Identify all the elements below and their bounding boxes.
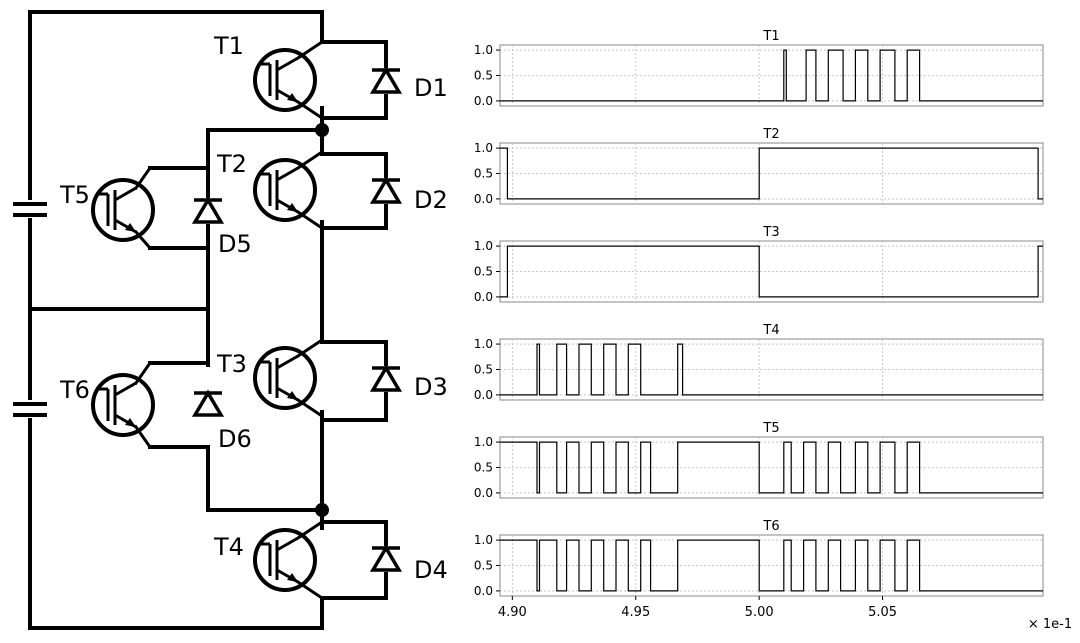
tick-label-y: 0.5 xyxy=(474,265,493,279)
x-multiplier-label: × 1e-1 xyxy=(1028,617,1072,632)
label-t2: T2 xyxy=(216,150,247,178)
chart-title-t2: T2 xyxy=(762,127,779,142)
chart-panel-t5: 0.0 0.5 1.0 T5 xyxy=(474,421,1044,500)
chart-panel-t6: 0.0 0.5 1.0 T6 4.90 4.95 5.00 5.05 xyxy=(474,519,1044,620)
series-line-t4 xyxy=(500,343,1043,396)
label-d5: D5 xyxy=(218,230,252,258)
chart-panel-t1: 0.0 0.5 1.0 T1 xyxy=(474,29,1044,108)
gate-signal-charts: 0.00.51.0T10.00.51.0T20.00.51.0T30.00.51… xyxy=(474,29,1044,620)
chart-title-t3: T3 xyxy=(762,225,779,240)
tick-label-y: 1.0 xyxy=(474,43,493,57)
tick-label-y: 0.5 xyxy=(474,167,493,181)
igbt-t5-symbol xyxy=(91,165,155,251)
wire-t5-loop xyxy=(148,166,210,250)
diode-d6-symbol xyxy=(192,391,224,417)
chart-title-t4: T4 xyxy=(762,323,779,338)
label-t1: T1 xyxy=(213,32,244,60)
label-t6: T6 xyxy=(59,376,90,404)
diode-d4-symbol xyxy=(370,546,402,572)
tick-label-y: 0.5 xyxy=(474,69,493,83)
label-t3: T3 xyxy=(216,350,247,378)
label-d3: D3 xyxy=(414,373,448,401)
tick-label-y: 0.0 xyxy=(474,486,493,500)
igbt-t2-symbol xyxy=(253,149,325,231)
igbt-t6-symbol xyxy=(91,360,155,450)
junction-dot-lower xyxy=(315,503,329,517)
series-line-t1 xyxy=(500,49,1043,102)
label-d6: D6 xyxy=(218,425,252,453)
label-d1: D1 xyxy=(414,74,448,102)
wire-t6-loop xyxy=(148,361,210,449)
wire-bottom-rail xyxy=(28,596,324,630)
series-line-t6 xyxy=(500,539,1043,592)
diode-d2-symbol xyxy=(370,178,402,204)
tick-label-y: 0.0 xyxy=(474,584,493,598)
diode-d1-symbol xyxy=(370,68,402,94)
label-d2: D2 xyxy=(414,186,448,214)
chart-title-t5: T5 xyxy=(762,421,779,436)
tick-label-y: 0.0 xyxy=(474,290,493,304)
capacitor-upper xyxy=(10,200,50,218)
capacitor-lower xyxy=(10,400,50,418)
igbt-t4-symbol xyxy=(253,519,325,601)
tick-label-y: 1.0 xyxy=(474,141,493,155)
igbt-t3-symbol xyxy=(253,337,325,419)
tick-label-x: 4.95 xyxy=(621,605,650,620)
tick-label-y: 0.0 xyxy=(474,94,493,108)
inverter-circuit: T1 T2 T3 T4 T5 T6 D1 D2 D3 D4 D5 D6 xyxy=(10,10,448,630)
label-d4: D4 xyxy=(414,556,448,584)
diode-d5-symbol xyxy=(192,198,224,224)
series-line-t5 xyxy=(500,441,1043,494)
series-line-t2 xyxy=(500,147,1043,200)
igbt-t1-symbol xyxy=(253,39,325,121)
tick-label-y: 1.0 xyxy=(474,435,493,449)
label-t4: T4 xyxy=(213,533,244,561)
tick-label-y: 0.5 xyxy=(474,559,493,573)
diode-d3-symbol xyxy=(370,366,402,392)
tick-label-y: 1.0 xyxy=(474,239,493,253)
tick-label-y: 1.0 xyxy=(474,533,493,547)
label-t5: T5 xyxy=(59,181,90,209)
tick-label-y: 0.5 xyxy=(474,461,493,475)
junction-dot-upper xyxy=(315,123,329,137)
series-line-t3 xyxy=(500,245,1043,298)
tick-label-y: 0.5 xyxy=(474,363,493,377)
chart-panel-t3: 0.0 0.5 1.0 T3 xyxy=(474,225,1044,304)
wire-top-rail xyxy=(28,10,324,40)
chart-title-t1: T1 xyxy=(762,29,779,44)
tick-label-x: 5.00 xyxy=(745,605,774,620)
tick-label-y: 0.0 xyxy=(474,388,493,402)
chart-title-t6: T6 xyxy=(762,519,779,534)
tick-label-y: 1.0 xyxy=(474,337,493,351)
tick-label-x: 4.90 xyxy=(498,605,527,620)
chart-panel-t4: 0.0 0.5 1.0 T4 xyxy=(474,323,1044,402)
tick-label-y: 0.0 xyxy=(474,192,493,206)
chart-panel-t2: 0.0 0.5 1.0 T2 xyxy=(474,127,1044,206)
tick-label-x: 5.05 xyxy=(868,605,897,620)
